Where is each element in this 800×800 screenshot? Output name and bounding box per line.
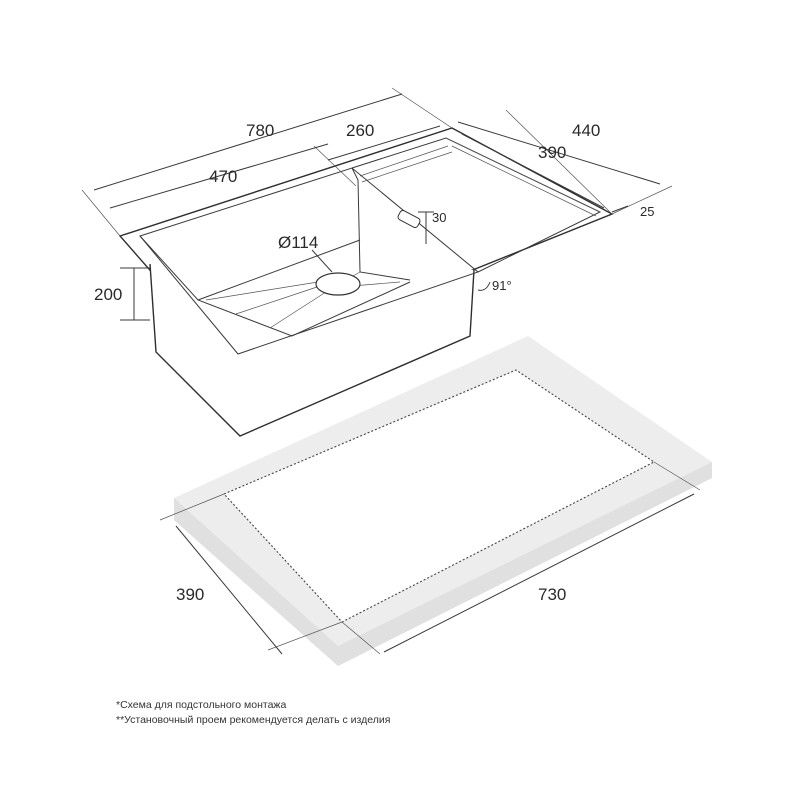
bowl-front-face <box>149 263 475 437</box>
label-260: 260 <box>346 121 374 140</box>
label-440: 440 <box>572 121 600 140</box>
label-470: 470 <box>209 167 237 186</box>
bowl-bottom-ribs <box>205 271 401 329</box>
label-390-cutout: 390 <box>176 585 204 604</box>
sink-dimension-lines <box>81 87 673 321</box>
label-390-top: 390 <box>538 143 566 162</box>
overflow-slot <box>397 209 421 229</box>
drain-hole <box>315 272 361 296</box>
footnote-1: *Схема для подстольного монтажа <box>116 699 287 711</box>
label-780: 780 <box>246 121 274 140</box>
label-drain-diameter: Ø114 <box>278 233 318 252</box>
bowl-inner-walls <box>139 167 411 337</box>
countertop-dimension-lines <box>159 461 701 655</box>
footnotes: *Схема для подстольного монтажа **Устано… <box>116 698 390 728</box>
label-25: 25 <box>640 204 654 219</box>
label-730: 730 <box>538 585 566 604</box>
footnote-2: **Установочный проем рекомендуется делат… <box>116 714 391 726</box>
label-30: 30 <box>432 210 446 225</box>
bowl-bottom <box>197 239 361 301</box>
sink-drawing <box>118 127 614 437</box>
sink-cutout <box>223 369 656 623</box>
drainer-surface-lines <box>359 137 601 217</box>
countertop-drawing <box>174 336 712 666</box>
label-200: 200 <box>94 285 122 304</box>
label-91: 91° <box>492 278 512 293</box>
